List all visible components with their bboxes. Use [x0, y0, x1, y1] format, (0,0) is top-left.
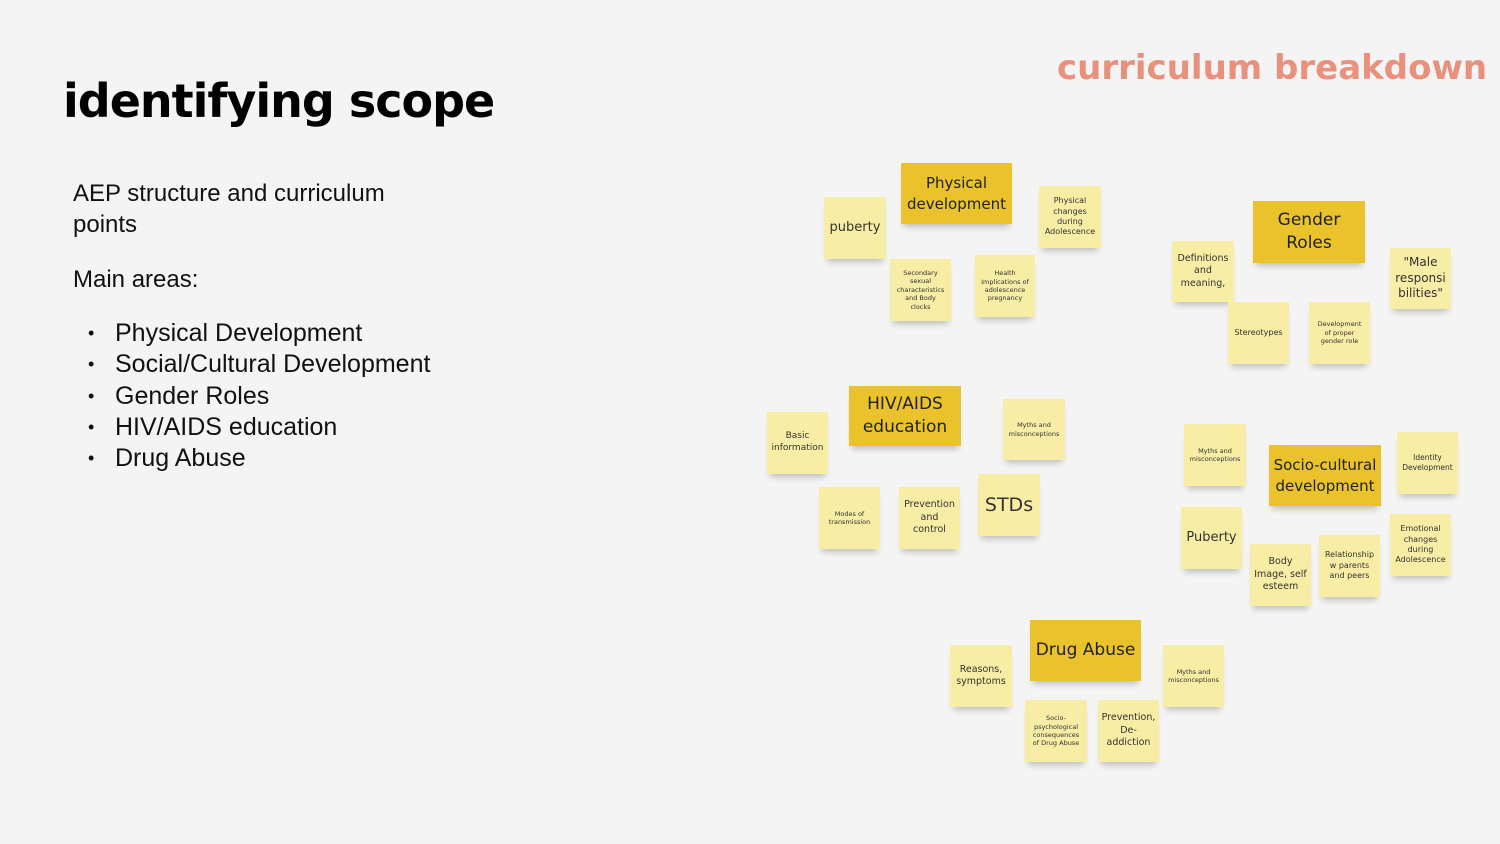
sticky-note-gender-roles-header: Gender Roles — [1253, 201, 1365, 263]
sticky-note: Prevention and control — [899, 487, 960, 549]
list-item-label: Drug Abuse — [115, 444, 246, 473]
sticky-note: Puberty — [1181, 507, 1242, 569]
sticky-note: Definitions and meaning, — [1172, 241, 1234, 302]
sticky-note: STDs — [978, 474, 1040, 536]
sticky-note: Myths and misconceptions — [1003, 399, 1065, 460]
sticky-note: Relationship w parents and peers — [1319, 535, 1380, 597]
bullet-icon: • — [88, 448, 95, 469]
sticky-note: Body Image, self esteem — [1250, 544, 1311, 606]
sticky-note: Identity Development — [1397, 432, 1458, 494]
list-item: • Physical Development — [88, 318, 430, 349]
sticky-note: Secondary sexual characteristics and Bod… — [890, 259, 951, 321]
list-item-label: Social/Cultural Development — [115, 350, 431, 379]
sticky-note: Health Implications of adolescence pregn… — [975, 255, 1035, 317]
list-item: • HIV/AIDS education — [88, 412, 430, 443]
list-item-label: HIV/AIDS education — [115, 412, 338, 441]
sticky-note-drug-abuse-header: Drug Abuse — [1030, 620, 1141, 681]
intro-text: AEP structure and curriculum points — [73, 180, 385, 238]
sticky-note: Development of proper gender role — [1309, 302, 1370, 364]
list-item: • Drug Abuse — [88, 443, 430, 474]
bullet-icon: • — [88, 385, 95, 406]
sticky-note: puberty — [824, 197, 886, 259]
sticky-note-physical-development-header: Physical development — [901, 163, 1012, 224]
sticky-note: Basic information — [767, 412, 828, 474]
sticky-note: Reasons, symptoms — [950, 645, 1012, 707]
sticky-note: Myths and misconceptions — [1184, 424, 1246, 486]
bullet-icon: • — [88, 416, 95, 437]
sticky-note-hiv-aids-header: HIV/AIDS education — [849, 386, 961, 446]
bullet-icon: • — [88, 354, 95, 375]
list-item: • Gender Roles — [88, 381, 430, 412]
section-subtitle: curriculum breakdown — [1057, 48, 1488, 88]
sticky-note: Socio- psychological consequences of Dru… — [1025, 700, 1087, 762]
sticky-note: Stereotypes — [1228, 302, 1289, 364]
sticky-note: "Male responsi bilities" — [1390, 248, 1451, 309]
list-item-label: Physical Development — [115, 319, 363, 347]
page-title: identifying scope — [63, 74, 495, 128]
sticky-note: Prevention, De- addiction — [1098, 700, 1159, 762]
sticky-note-socio-cultural-header: Socio-cultural development — [1269, 445, 1381, 506]
main-areas-label: Main areas: — [73, 266, 199, 293]
list-item: • Social/Cultural Development — [88, 349, 430, 380]
bullet-icon: • — [88, 323, 95, 343]
sticky-note: Myths and misconceptions — [1163, 645, 1224, 707]
sticky-note: Physical changes during Adolescence — [1039, 186, 1101, 248]
sticky-note: Emotional changes during Adolescence — [1390, 514, 1451, 576]
sticky-note: Modes of transmission — [819, 487, 880, 549]
main-areas-list: • Physical Development • Social/Cultural D… — [88, 318, 430, 474]
list-item-label: Gender Roles — [115, 381, 270, 410]
